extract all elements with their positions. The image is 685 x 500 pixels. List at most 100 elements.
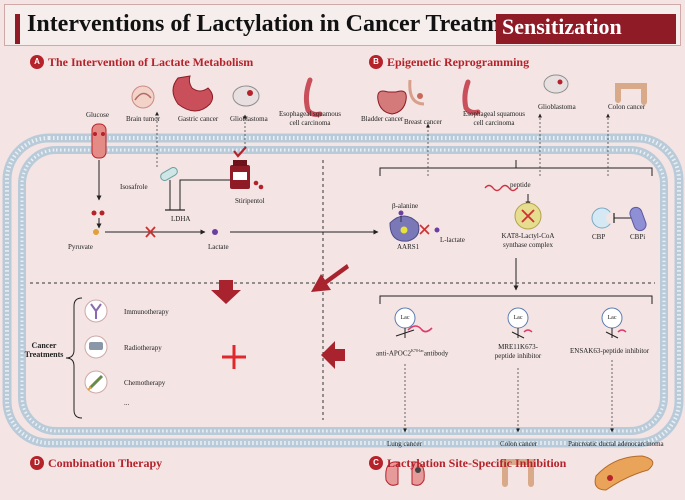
lac-protein-icon-1	[394, 307, 433, 338]
cancer-treatments-label-1: Cancer	[31, 341, 57, 350]
section-b-title: Epigenetic Reprogramming	[387, 55, 530, 69]
colon-cancer-label-c: Colon cancer	[500, 440, 538, 448]
esophagus-icon	[303, 77, 323, 117]
lac-protein-icon-2	[507, 307, 533, 339]
glioblastoma-brain-icon-b	[543, 74, 569, 94]
title-highlight: Sensitization	[496, 14, 676, 44]
kat8-label-1: KAT8-Lactyl-CoA	[501, 232, 555, 240]
immunotherapy-label: Immunotherapy	[124, 308, 169, 316]
bladder-cancer-label: Bladder cancer	[361, 115, 404, 123]
breast-cancer-label: Breast cancer	[404, 118, 442, 126]
l-lactate-dot	[434, 227, 440, 233]
lung-cancer-label: Lung cancer	[387, 440, 422, 448]
plus-icon	[222, 345, 246, 369]
antibody-icon	[84, 299, 108, 323]
more-treatments-label: ...	[124, 399, 130, 407]
down-block-arrow	[211, 280, 241, 304]
cancer-treatments-label-2: Treatments	[24, 350, 64, 359]
glucose-transporter-icon	[91, 123, 107, 159]
radiotherapy-icon	[84, 335, 108, 359]
lac-label-2: Lac	[513, 315, 523, 321]
epigenetic-bracket	[379, 167, 653, 176]
cbp-protein-icon	[591, 207, 618, 229]
diagonal-block-arrow	[311, 264, 349, 292]
cbp-label: CBP	[592, 233, 606, 241]
pyruvate-molecule-icon	[91, 210, 105, 216]
esophageal-label-b-2: cell carcinoma	[473, 119, 515, 127]
colon-cancer-label-b: Colon cancer	[608, 103, 646, 111]
isosafrole-capsule-icon	[160, 167, 178, 181]
beta-alanine-dot	[398, 210, 404, 216]
stiripentol-label: Stiripentol	[235, 197, 265, 205]
radiotherapy-label: Radiotherapy	[124, 344, 162, 352]
colon-icon-c	[502, 459, 534, 487]
site-specific-bracket	[379, 295, 653, 304]
esophageal-label-a-2: cell carcinoma	[289, 119, 331, 127]
title-accent-bar	[15, 14, 20, 44]
page-title: Interventions of Lactylation in Cancer T…	[27, 11, 533, 37]
aars1-label: AARS1	[397, 243, 420, 251]
lungs-icon	[385, 461, 425, 486]
glioblastoma-brain-icon	[232, 85, 260, 107]
anti-apoc2-label: anti-APOC2K70-lacantibody	[376, 347, 448, 357]
brain-icon	[131, 85, 155, 109]
glioblastoma-label-b: Glioblastoma	[538, 103, 576, 111]
brain-tumor-label: Brain tumor	[126, 115, 161, 123]
pancreas-icon	[594, 455, 654, 491]
stiripentol-bottle-icon	[230, 146, 264, 190]
section-a-title: The Intervention of Lactate Metabolism	[48, 55, 254, 69]
title-panel: Interventions of Lactylation in Cancer T…	[4, 4, 681, 46]
pancreatic-label: Pancreatic ductal adenocarcinoma	[568, 440, 664, 448]
bladder-icon	[377, 90, 407, 115]
breast-icon	[408, 79, 425, 106]
kat8-complex-icon	[514, 202, 542, 230]
aars1-enzyme-icon	[389, 215, 430, 242]
colon-icon	[615, 83, 647, 105]
cbpi-capsule-icon	[629, 206, 647, 232]
anti-apoc2-main: anti-APOC2	[376, 349, 411, 358]
chemotherapy-label: Chemotherapy	[124, 379, 166, 387]
section-d-badge: D	[30, 456, 44, 470]
pyruvate-label: Pyruvate	[68, 243, 93, 251]
glioblastoma-label-a: Glioblastoma	[230, 115, 268, 123]
treatment-brace	[65, 297, 83, 419]
kat8-label-2: synthase complex	[503, 241, 553, 249]
cell-membrane	[2, 133, 684, 448]
ldha-label: LDHA	[171, 215, 191, 223]
anti-apoc2-sup: K70-lac	[411, 348, 424, 353]
ensak-label: ENSAK63-peptide inhibitor	[570, 347, 650, 355]
l-lactate-label: L-lactate	[440, 236, 465, 244]
isosafrole-label: Isosafrole	[120, 183, 148, 191]
glucose-label: Glucose	[86, 111, 109, 119]
lac-label-3: Lac	[607, 315, 617, 321]
lac-protein-icon-3	[601, 307, 627, 339]
esophageal-label-b-1: Esophageal squamous	[462, 110, 526, 118]
section-c-title: Lactylation Site-Specific Inhibition	[387, 456, 567, 470]
mre11-label-2: peptide inhibitor	[494, 352, 542, 360]
section-b-badge: B	[369, 55, 383, 69]
beta-alanine-label: β-alanine	[392, 202, 419, 210]
section-a-badge: A	[30, 55, 44, 69]
title-highlight-text: Sensitization	[502, 14, 622, 39]
stiripentol-inhibit-line	[179, 179, 230, 210]
lactate-dot	[212, 229, 218, 235]
peptide-label: peptide	[510, 181, 531, 189]
esophageal-label-a-1: Esophageal squamous	[278, 110, 342, 118]
block-x-icon	[145, 226, 156, 238]
section-d-title: Combination Therapy	[48, 456, 163, 470]
stomach-icon	[172, 75, 214, 112]
gastric-cancer-label: Gastric cancer	[178, 115, 219, 123]
cbpi-label: CBPi	[630, 233, 646, 241]
mre11-label-1: MRE11K673-	[498, 343, 538, 351]
lac-label-1: Lac	[400, 315, 410, 321]
section-c-badge: C	[369, 456, 383, 470]
left-block-arrow	[321, 341, 345, 369]
peptide-icon	[484, 184, 518, 192]
anti-apoc2-tail: antibody	[423, 349, 449, 358]
lactate-label: Lactate	[208, 243, 229, 251]
syringe-icon	[84, 370, 108, 394]
esophagus-icon-b	[462, 79, 481, 115]
pyruvate-dot	[93, 229, 99, 235]
